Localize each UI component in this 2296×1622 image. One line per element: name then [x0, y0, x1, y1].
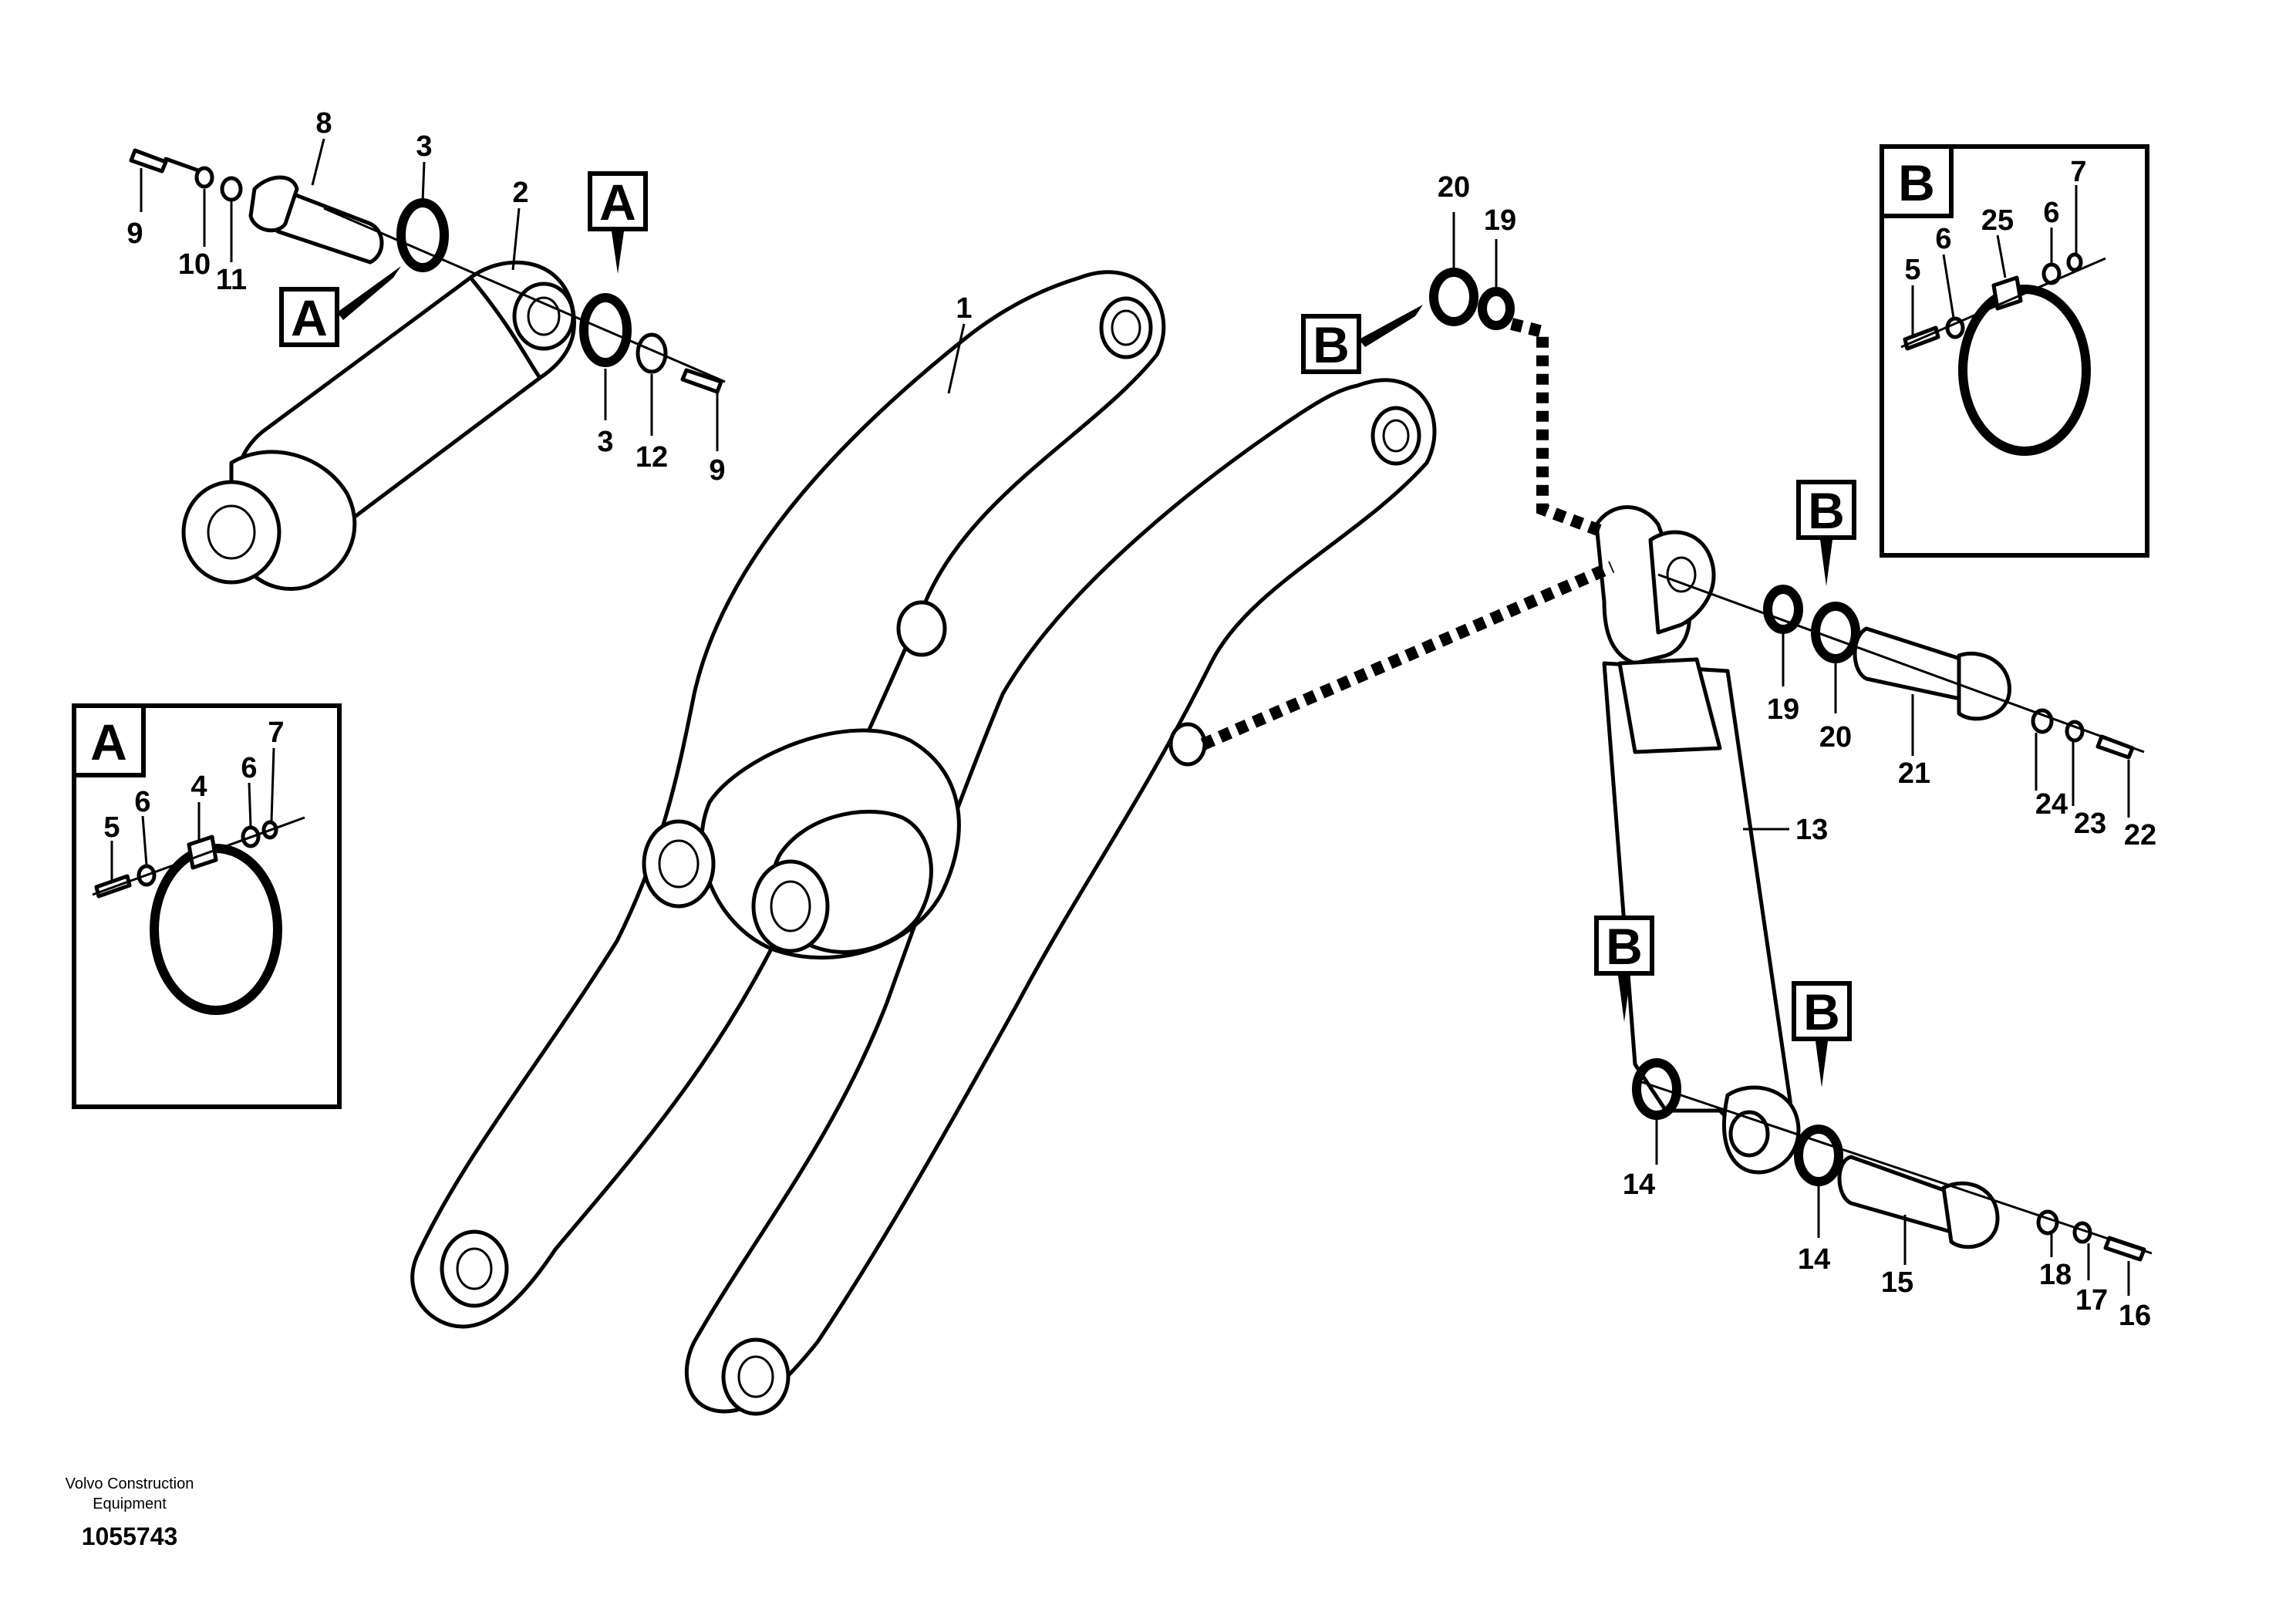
callout-9a: 9 — [126, 218, 143, 250]
callout-b-25: 25 — [1981, 204, 2014, 237]
callout-b-6: 6 — [1935, 223, 1951, 255]
callout-19a: 19 — [1484, 204, 1516, 237]
lift-arm — [410, 270, 1437, 1416]
ref-b-low2: B — [1803, 983, 1840, 1040]
callout-21: 21 — [1898, 757, 1930, 790]
ref-b-top-arrow — [1359, 305, 1423, 347]
callout-a-6b: 6 — [241, 752, 257, 784]
callout-3a: 3 — [416, 130, 432, 163]
callout-10: 10 — [178, 248, 211, 281]
callout-16: 16 — [2119, 1300, 2151, 1332]
callout-numbers: 1 2 3 3 8 9 10 11 12 9 20 19 19 20 21 24… — [103, 107, 2156, 1332]
hydraulic-cylinder-upper — [129, 148, 726, 592]
footer: Volvo Construction Equipment 1055743 — [66, 1475, 194, 1550]
callout-13: 13 — [1795, 814, 1828, 846]
footer-company-line1: Volvo Construction — [66, 1475, 194, 1492]
ref-a-left-arrow — [337, 266, 401, 320]
callout-b-5: 5 — [1904, 254, 1920, 286]
callout-23: 23 — [2074, 808, 2106, 840]
callout-a-7: 7 — [268, 717, 284, 749]
callout-15: 15 — [1881, 1266, 1913, 1299]
ref-b-detail: B — [1898, 154, 1935, 211]
callout-24: 24 — [2035, 788, 2068, 821]
callout-a-4: 4 — [190, 771, 207, 803]
callout-12: 12 — [636, 441, 668, 474]
ref-b-mid: B — [1808, 482, 1845, 539]
drawing-number: 1055743 — [82, 1523, 178, 1550]
callout-1: 1 — [956, 292, 972, 325]
callout-18: 18 — [2039, 1259, 2072, 1291]
leader-lines — [110, 138, 2130, 1296]
ref-a-detail: A — [90, 713, 127, 771]
callout-14a: 14 — [1623, 1168, 1655, 1201]
hydraulic-cylinder-right — [1200, 268, 2153, 1262]
ref-a-top: A — [599, 174, 636, 231]
callout-17: 17 — [2075, 1284, 2108, 1317]
ref-a-top-arrow — [612, 231, 624, 274]
ref-b-mid-arrow — [1820, 540, 1832, 586]
footer-company-line2: Equipment — [93, 1496, 167, 1512]
callout-14b: 14 — [1798, 1243, 1830, 1276]
callout-a-5: 5 — [103, 811, 120, 844]
detail-box-b — [1880, 144, 2149, 558]
callout-20b: 20 — [1819, 721, 1852, 754]
callout-20a: 20 — [1438, 171, 1470, 204]
ref-b-low2-arrow — [1816, 1041, 1828, 1088]
callout-b-6b: 6 — [2043, 197, 2059, 229]
callout-19b: 19 — [1767, 693, 1799, 726]
ref-letters: A A A B B B B B — [90, 154, 1935, 1088]
detail-box-a — [72, 703, 342, 1109]
callout-a-6: 6 — [134, 786, 150, 818]
ref-a-left: A — [291, 289, 328, 346]
callout-22: 22 — [2124, 819, 2156, 851]
callout-3b: 3 — [597, 426, 613, 458]
ref-b-low1-arrow — [1618, 976, 1630, 1022]
callout-8: 8 — [315, 107, 332, 140]
callout-9b: 9 — [709, 454, 725, 487]
ref-b-low1: B — [1606, 918, 1643, 975]
callout-b-7: 7 — [2070, 156, 2086, 188]
ref-b-top: B — [1313, 316, 1350, 373]
callout-11: 11 — [216, 264, 247, 296]
callout-2: 2 — [512, 177, 528, 209]
